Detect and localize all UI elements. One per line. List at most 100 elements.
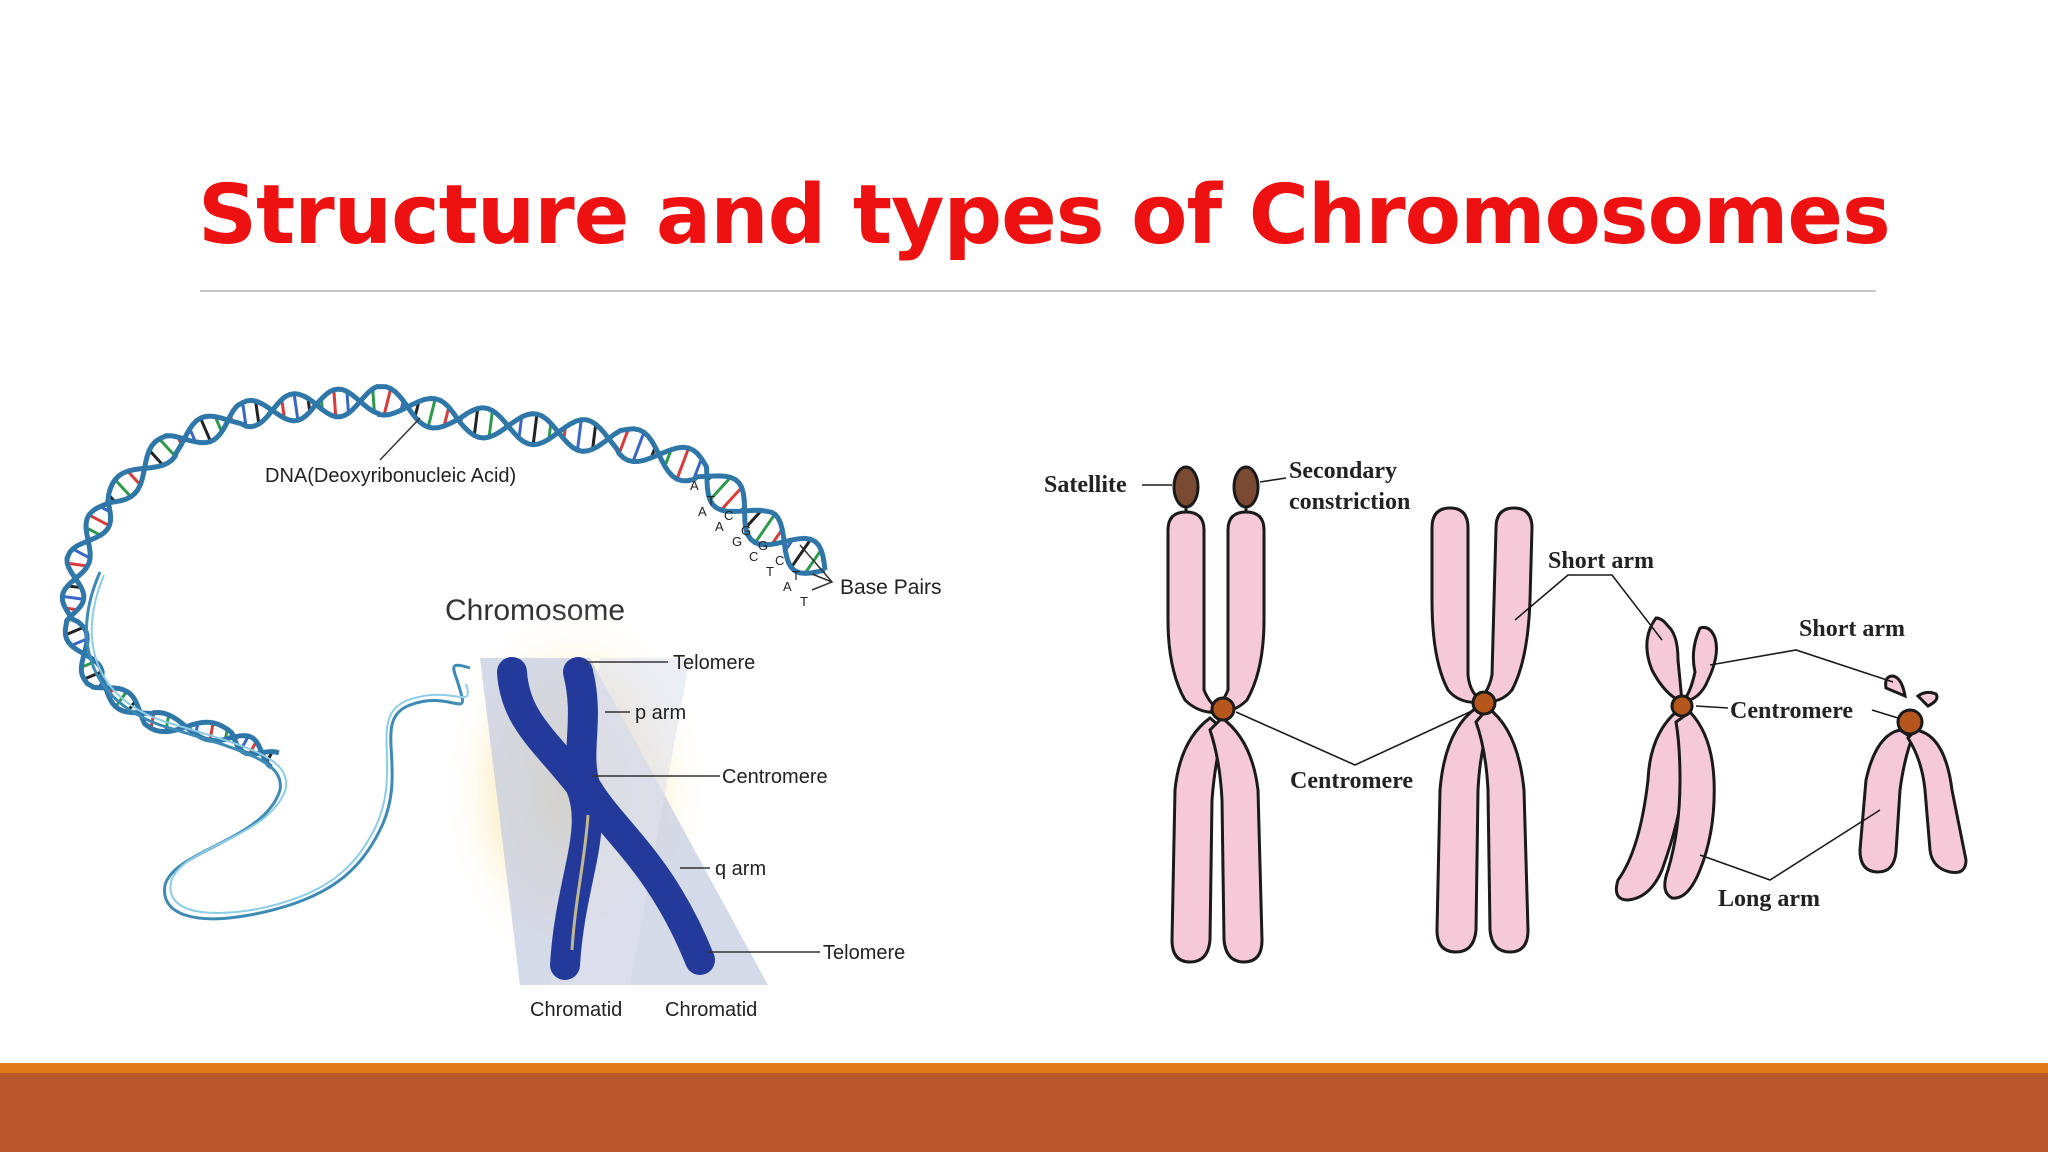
dna-rung <box>803 549 823 575</box>
dna-rung <box>591 424 598 450</box>
base-pairs-bracket <box>799 544 834 591</box>
chromatid-lower-right <box>1208 716 1264 964</box>
chromatid-highlight <box>570 814 590 951</box>
dna-rung <box>113 478 132 498</box>
chromatid-upper-left-2 <box>1430 506 1490 704</box>
dna-rung <box>426 398 437 428</box>
dna-rung <box>719 486 743 512</box>
dna-rung <box>292 393 300 421</box>
base-letter: C <box>749 549 758 564</box>
secondary-constriction-leader <box>1259 477 1287 483</box>
dna-thin-strand-2 <box>90 574 469 914</box>
base-pairs-label: Base Pairs <box>840 576 942 599</box>
centromere-leader-right-2 <box>1871 709 1899 719</box>
long-arm-right-3 <box>1663 710 1716 900</box>
chromatid-lower-left <box>1170 716 1226 964</box>
dna-rung <box>531 413 539 445</box>
secondary-constriction-label-line1: Secondary <box>1289 458 1397 484</box>
dna-rung <box>88 513 111 528</box>
dna-rung <box>382 388 393 416</box>
base-letter: T <box>707 493 715 508</box>
satellite-body-right <box>1232 465 1260 509</box>
dna-rung <box>617 428 630 455</box>
centromere-dot-2 <box>1471 690 1497 716</box>
dna-rung <box>83 670 103 681</box>
dna-double-helix <box>59 384 828 769</box>
dna-rung <box>371 388 376 413</box>
type-label-leaders <box>1142 477 1899 881</box>
short-arm-right-4 <box>1915 690 1939 708</box>
centromere-dot-3 <box>1670 694 1694 718</box>
telomere-top-label: Telomere <box>673 652 755 674</box>
short-arm-left-4 <box>1884 674 1907 699</box>
dna-rung <box>62 594 84 601</box>
base-letter: A <box>715 519 724 534</box>
chromatid-left-label: Chromatid <box>530 999 622 1021</box>
dna-rung <box>148 449 165 467</box>
telocentric-chromosome <box>1858 674 1968 874</box>
base-letter: T <box>800 594 808 609</box>
chromosome-types-diagram: Satellite Secondary constriction Short a… <box>1044 458 1968 964</box>
base-letter: G <box>741 523 751 538</box>
chromatid-lower-left-2 <box>1435 706 1492 954</box>
chromatid-lower-right-2 <box>1474 705 1530 954</box>
dna-rung <box>575 419 583 451</box>
centromere-label-1: Centromere <box>1730 698 1853 724</box>
dna-rung <box>72 547 91 560</box>
short-arm-leader-2 <box>1709 649 1894 683</box>
base-letter: A <box>783 579 792 594</box>
dna-rung <box>126 470 142 486</box>
dna-rung <box>208 722 215 741</box>
centromere-leader-right <box>1695 705 1729 709</box>
short-arm-label-2: Short arm <box>1799 616 1905 642</box>
dna-rung <box>241 402 248 427</box>
dna-strand-b <box>62 384 826 769</box>
long-arm-right-4 <box>1906 728 1968 874</box>
centromere-label: Centromere <box>722 766 828 788</box>
secondary-constriction-label-line2: constriction <box>1289 489 1410 515</box>
dna-rung <box>199 417 212 443</box>
dna-chromosome-diagram: DNA(Deoxyribonucleic Acid) ATCGGCTAAGCTA… <box>59 384 942 1021</box>
base-letter: T <box>792 568 800 583</box>
dna-rung <box>158 437 177 458</box>
dna-rung <box>487 410 494 438</box>
dna-thin-strand <box>85 571 471 921</box>
dna-rung <box>675 447 690 480</box>
centromere-dot-4 <box>1896 708 1924 736</box>
dna-rung <box>345 391 350 414</box>
submetacentric-chromosome <box>1430 506 1534 954</box>
dna-rung <box>70 637 88 647</box>
dna-label-leader <box>379 417 421 461</box>
dna-rung <box>790 538 812 569</box>
short-arm-leader-1 <box>1514 574 1663 641</box>
base-letter: G <box>758 538 768 553</box>
satellite-label: Satellite <box>1044 472 1127 498</box>
footer-accent-bar <box>0 1073 2048 1152</box>
acrocentric-chromosome <box>1614 616 1718 902</box>
title-divider <box>200 290 1876 292</box>
base-letter: G <box>732 534 742 549</box>
chromatid-upper-right-2 <box>1470 506 1534 704</box>
base-letter: T <box>766 564 774 579</box>
dna-rung <box>64 625 85 637</box>
dna-rung <box>67 561 88 568</box>
centromere-leader-bottom <box>1235 709 1475 766</box>
short-arm-right-3 <box>1677 626 1718 705</box>
dna-rung <box>708 476 732 501</box>
dna-rung <box>442 406 451 427</box>
footer-accent-line <box>0 1063 2048 1073</box>
long-arm-left-4 <box>1858 728 1914 874</box>
dna-strand-a <box>59 386 828 757</box>
short-arm-left-3 <box>1645 616 1684 705</box>
base-letter: C <box>724 508 733 523</box>
dna-rung <box>631 431 646 463</box>
base-letter: A <box>698 504 707 519</box>
slide-title: Structure and types of Chromosomes <box>198 168 1891 263</box>
satellite-body-left <box>1172 465 1200 509</box>
base-letter: C <box>775 553 784 568</box>
p-arm-label: p arm <box>635 702 686 724</box>
dna-label: DNA(Deoxyribonucleic Acid) <box>265 465 516 487</box>
chromatid-upper-right <box>1205 510 1266 714</box>
